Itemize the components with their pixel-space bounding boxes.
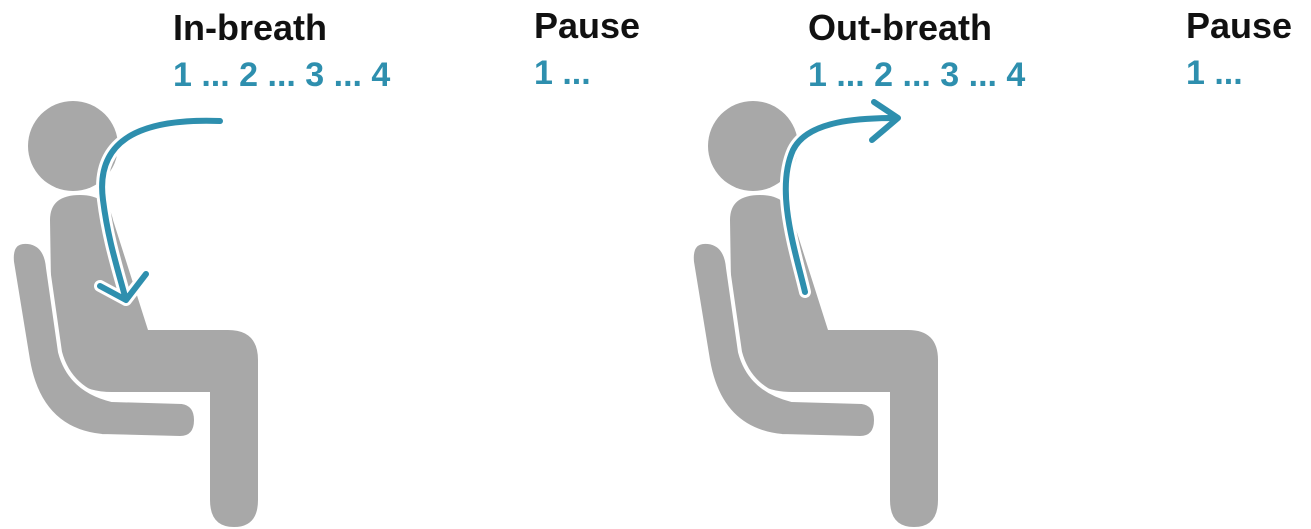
phase-pause-2-count: 1 ... (1186, 54, 1243, 92)
phase-inhale-count: 1 ... 2 ... 3 ... 4 (173, 56, 391, 94)
seated-person-icon (689, 99, 940, 529)
phase-exhale-label: Out-breath (808, 7, 992, 48)
phase-pause-1-label: Pause (534, 5, 641, 46)
phase-exhale-count: 1 ... 2 ... 3 ... 4 (808, 56, 1026, 94)
exhale-arrow-icon (779, 96, 904, 298)
phase-pause-2-label: Pause (1186, 5, 1293, 46)
person-inhale (9, 99, 260, 529)
seated-person-icon (9, 99, 260, 529)
person-exhale (689, 96, 940, 529)
phase-pause-1-count: 1 ... (534, 54, 591, 92)
phase-inhale-label: In-breath (173, 7, 328, 48)
inhale-arrow-icon (94, 114, 226, 306)
